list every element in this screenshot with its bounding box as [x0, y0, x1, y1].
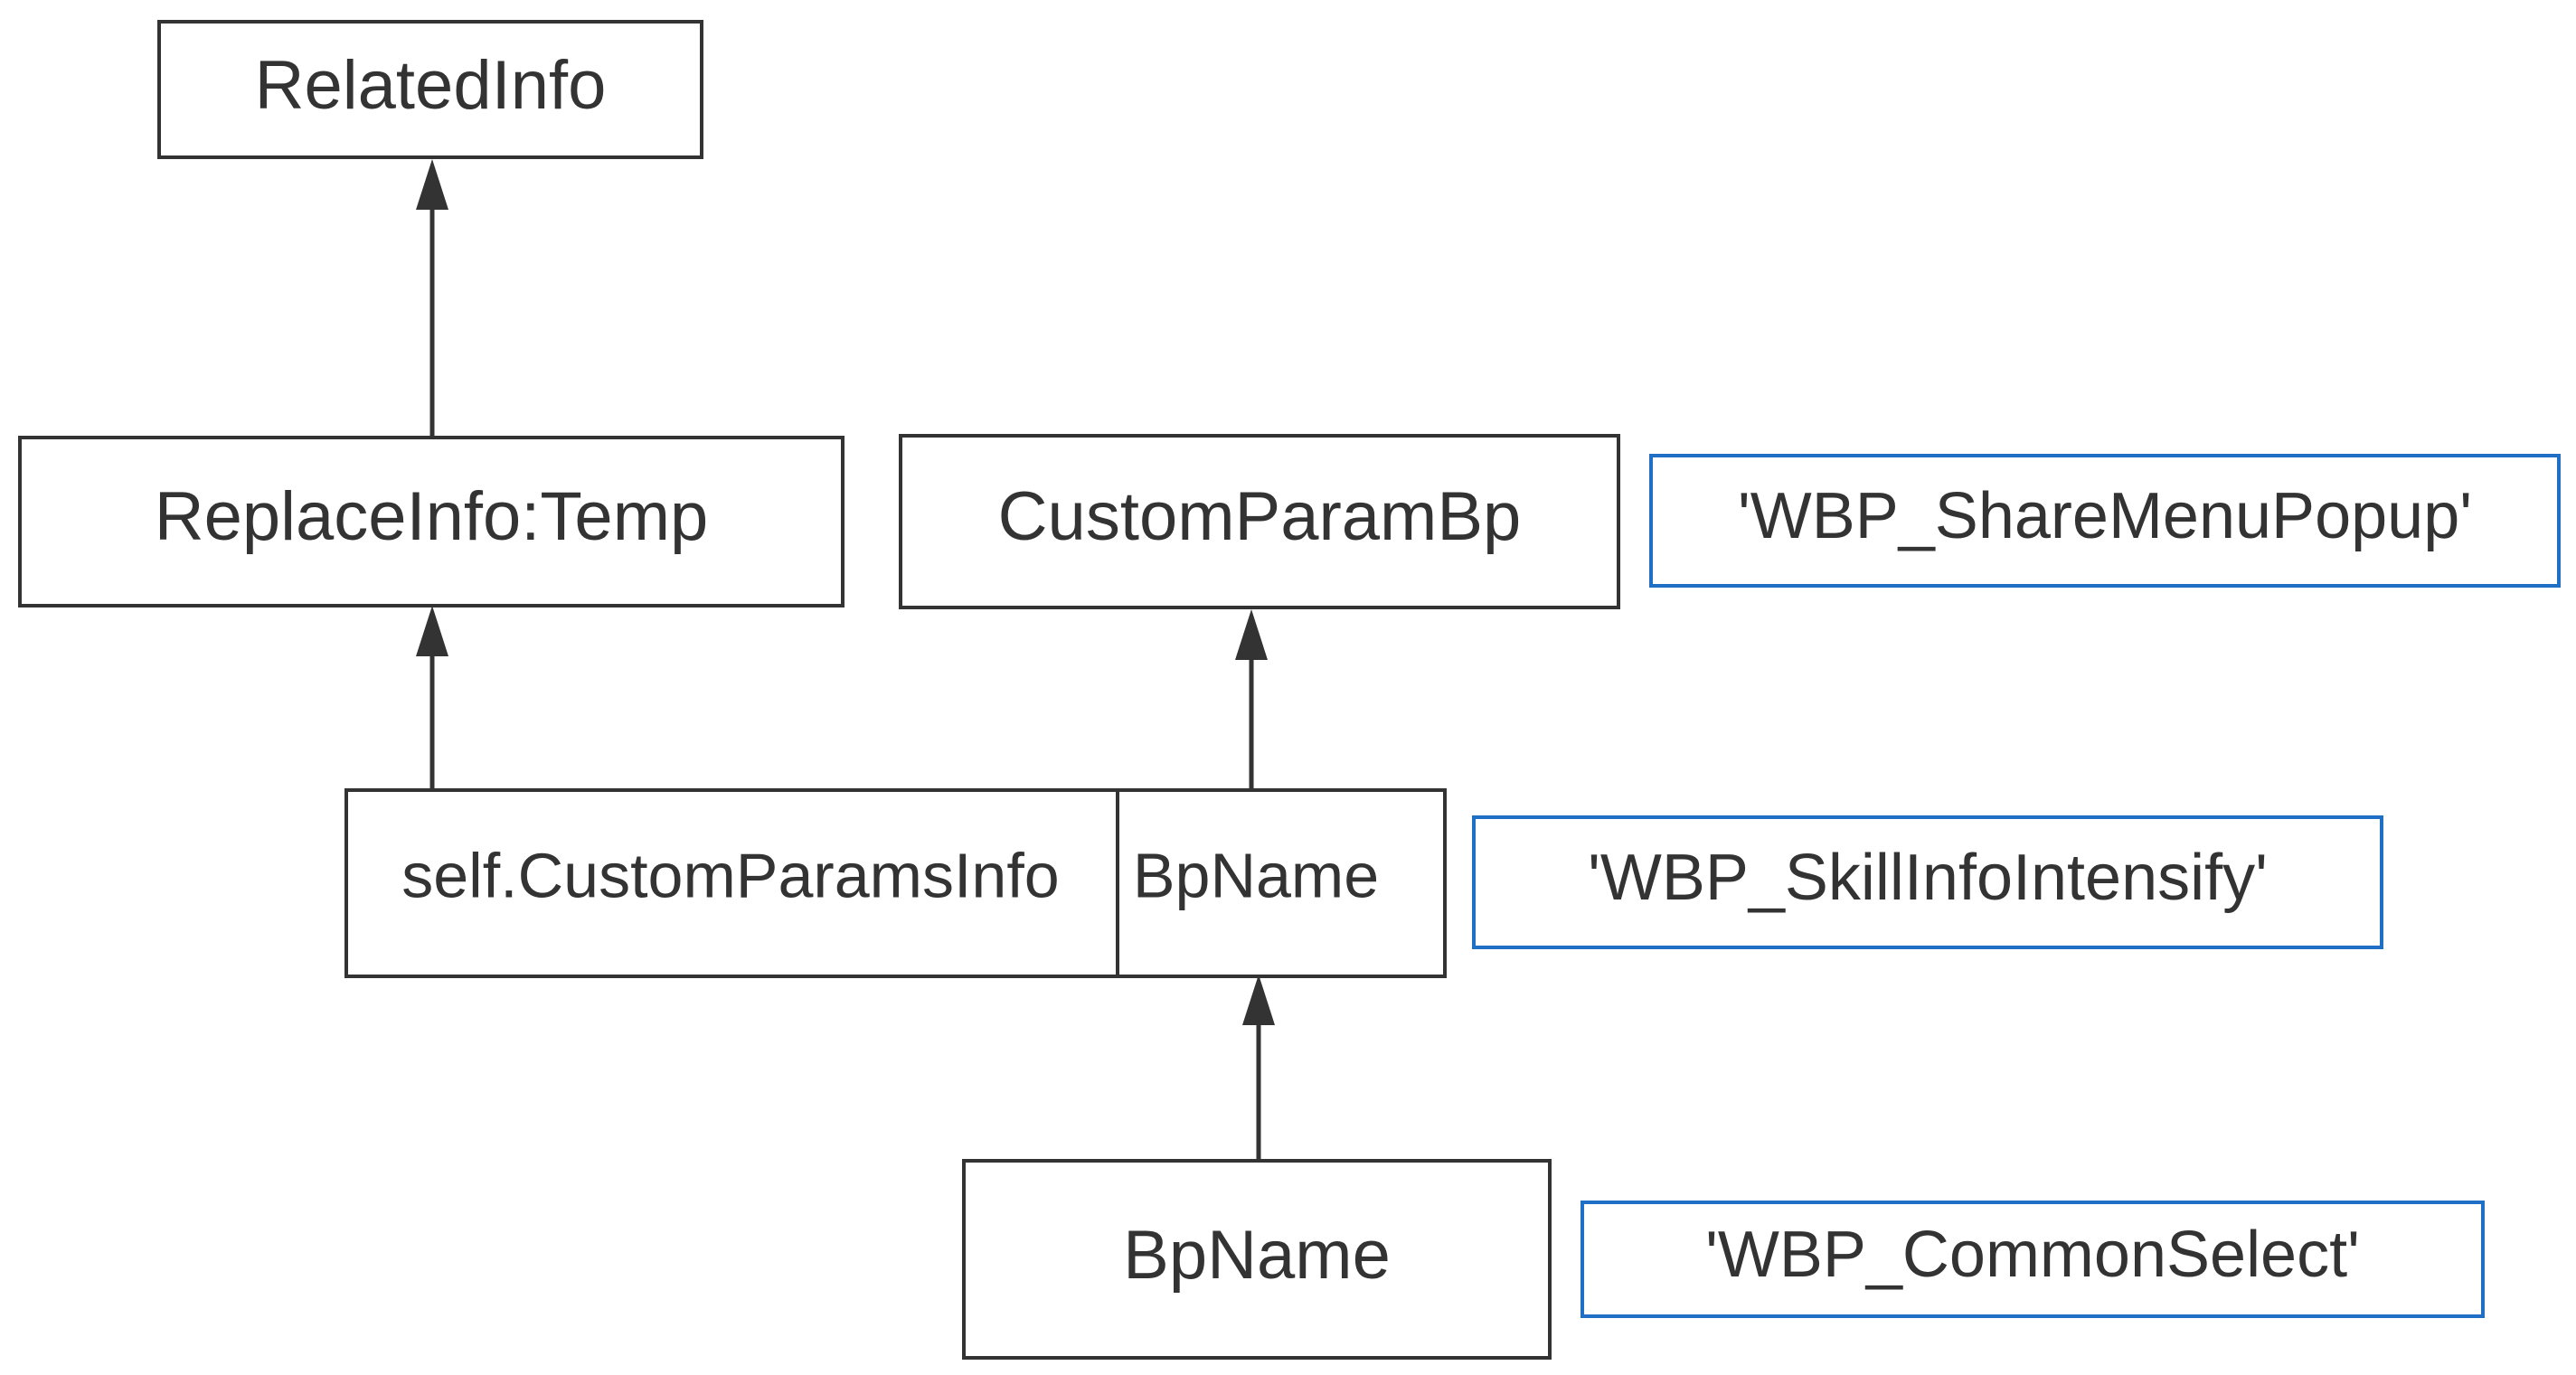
- node-bp-name-member-label: BpName: [1133, 840, 1379, 910]
- node-related-info-label: RelatedInfo: [255, 47, 607, 124]
- value-skill-info-intensify[interactable]: 'WBP_SkillInfoIntensify': [1472, 815, 2383, 949]
- value-skill-info-intensify-label: 'WBP_SkillInfoIntensify': [1588, 842, 2268, 914]
- node-replace-info-label: ReplaceInfo:Temp: [155, 478, 709, 555]
- value-common-select[interactable]: 'WBP_CommonSelect': [1581, 1201, 2485, 1318]
- edge-bpname-member-to-customparambp: [1235, 609, 1268, 788]
- edge-bpname-to-bpname-member: [1242, 975, 1275, 1159]
- node-bp-name-label: BpName: [1123, 1217, 1391, 1294]
- node-custom-param-bp[interactable]: CustomParamBp: [899, 434, 1620, 609]
- node-custom-params-info-label: self.CustomParamsInfo: [401, 840, 1059, 910]
- node-replace-info[interactable]: ReplaceInfo:Temp: [18, 436, 845, 607]
- value-share-menu-popup[interactable]: 'WBP_ShareMenuPopup': [1649, 454, 2561, 588]
- value-share-menu-popup-label: 'WBP_ShareMenuPopup': [1738, 480, 2472, 552]
- node-custom-param-bp-label: CustomParamBp: [998, 478, 1522, 555]
- edge-customparams-to-replace: [416, 606, 448, 788]
- node-bp-name[interactable]: BpName: [962, 1159, 1552, 1360]
- node-related-info[interactable]: RelatedInfo: [157, 20, 703, 159]
- node-custom-params-info[interactable]: self.CustomParamsInfo BpName: [344, 788, 1447, 978]
- edge-replace-to-related: [416, 159, 448, 436]
- value-common-select-label: 'WBP_CommonSelect': [1705, 1219, 2360, 1291]
